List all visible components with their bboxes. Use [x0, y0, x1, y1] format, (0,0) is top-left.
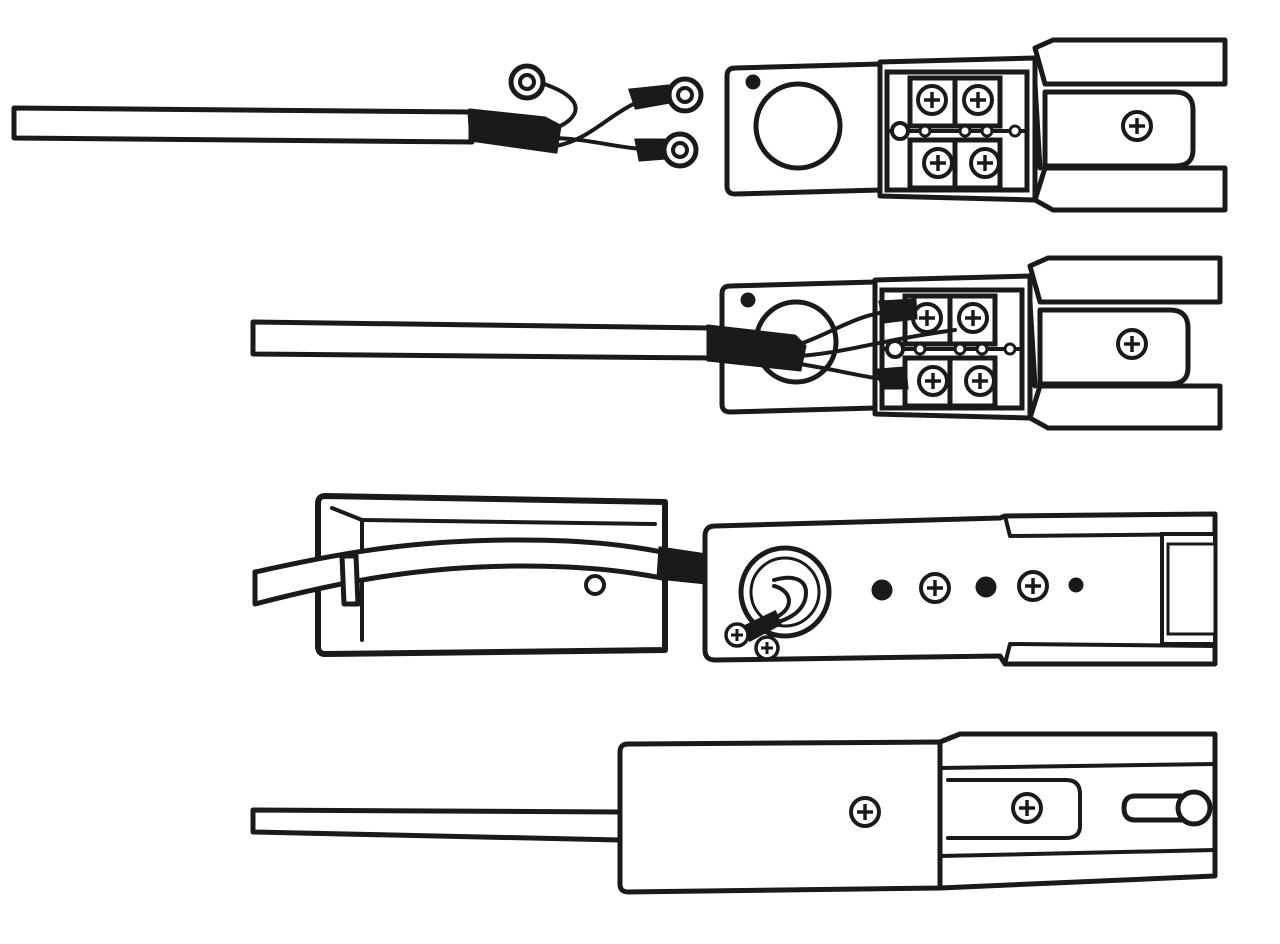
end-cover [315, 493, 668, 657]
screw-icon [724, 622, 750, 648]
step-4-assembled-feed [250, 731, 1218, 895]
track-section [937, 731, 1218, 891]
terminal-housing-open [727, 40, 1225, 210]
step-2-cable-wired [250, 258, 1220, 428]
closed-end-cover [617, 739, 943, 895]
ring-terminal-icon [664, 134, 696, 166]
power-cable [250, 807, 623, 843]
step-3-cover-installation [252, 493, 1218, 667]
power-cable [250, 319, 807, 372]
step-1-prepared-cable [11, 40, 1225, 210]
ring-terminal-icon [511, 66, 543, 98]
power-cable [11, 105, 562, 154]
ring-terminal-icon [669, 79, 701, 111]
wires-to-terminals [798, 298, 957, 390]
screw-icon [754, 635, 780, 661]
